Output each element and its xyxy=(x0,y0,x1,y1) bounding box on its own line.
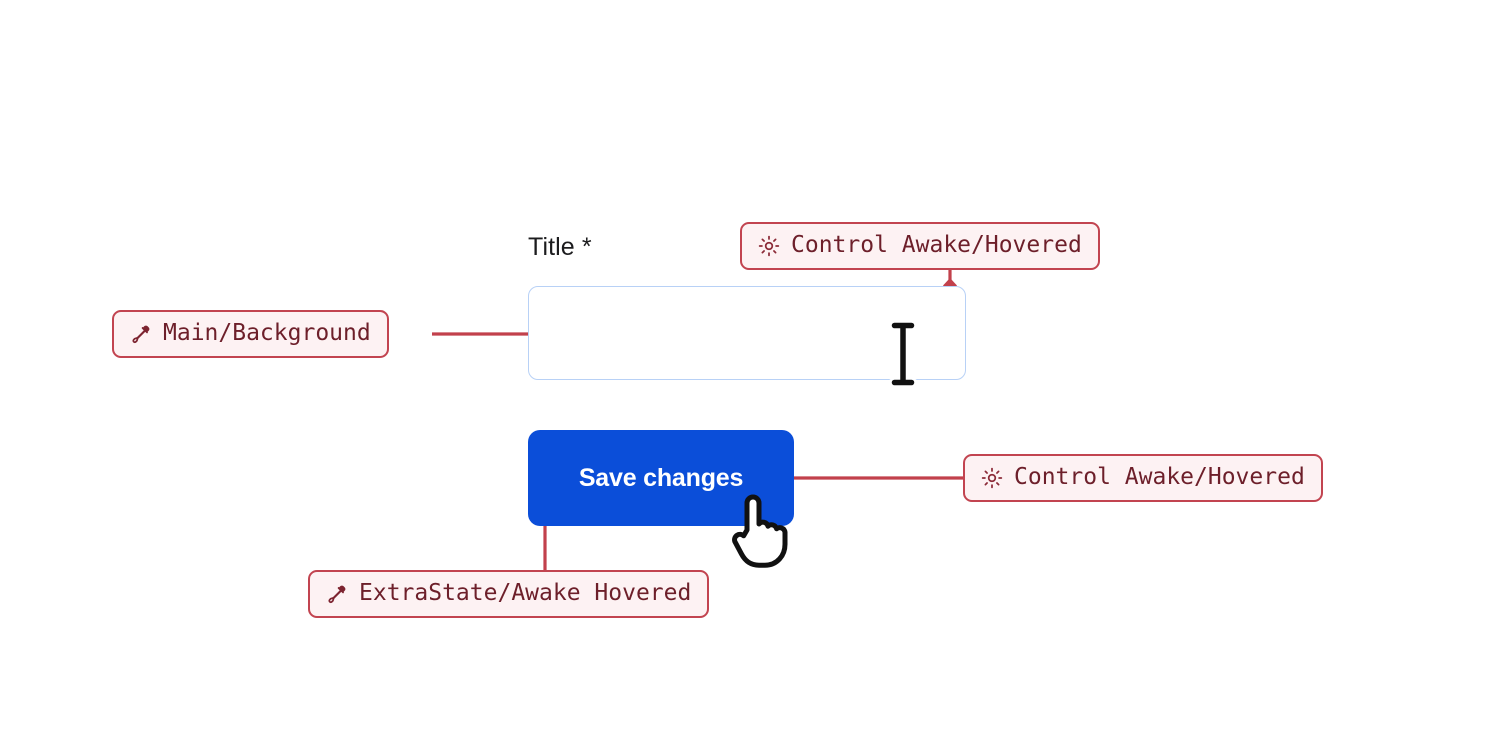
annotation-badge-label: Control Awake/Hovered xyxy=(1014,463,1305,490)
title-field-label: Title * xyxy=(528,233,592,261)
eyedropper-icon xyxy=(328,585,346,604)
sun-icon xyxy=(981,467,1003,489)
annotation-badge-label: ExtraState/Awake Hovered xyxy=(359,579,692,606)
annotation-badge-label: Control Awake/Hovered xyxy=(791,231,1082,258)
annotation-badge-extrastate-awake-hovered[interactable]: ExtraState/Awake Hovered xyxy=(308,570,710,618)
save-changes-button[interactable]: Save changes xyxy=(528,430,794,526)
annotation-badge-label: Main/Background xyxy=(163,319,371,346)
sun-icon xyxy=(758,235,780,257)
annotation-badge-main-background[interactable]: Main/Background xyxy=(112,310,389,358)
save-changes-button-label: Save changes xyxy=(578,463,744,492)
eyedropper-icon xyxy=(132,325,150,344)
annotation-badge-control-awake-hovered-top[interactable]: Control Awake/Hovered xyxy=(740,222,1100,270)
annotation-badge-control-awake-hovered-right[interactable]: Control Awake/Hovered xyxy=(963,454,1323,502)
title-input[interactable] xyxy=(528,286,966,380)
